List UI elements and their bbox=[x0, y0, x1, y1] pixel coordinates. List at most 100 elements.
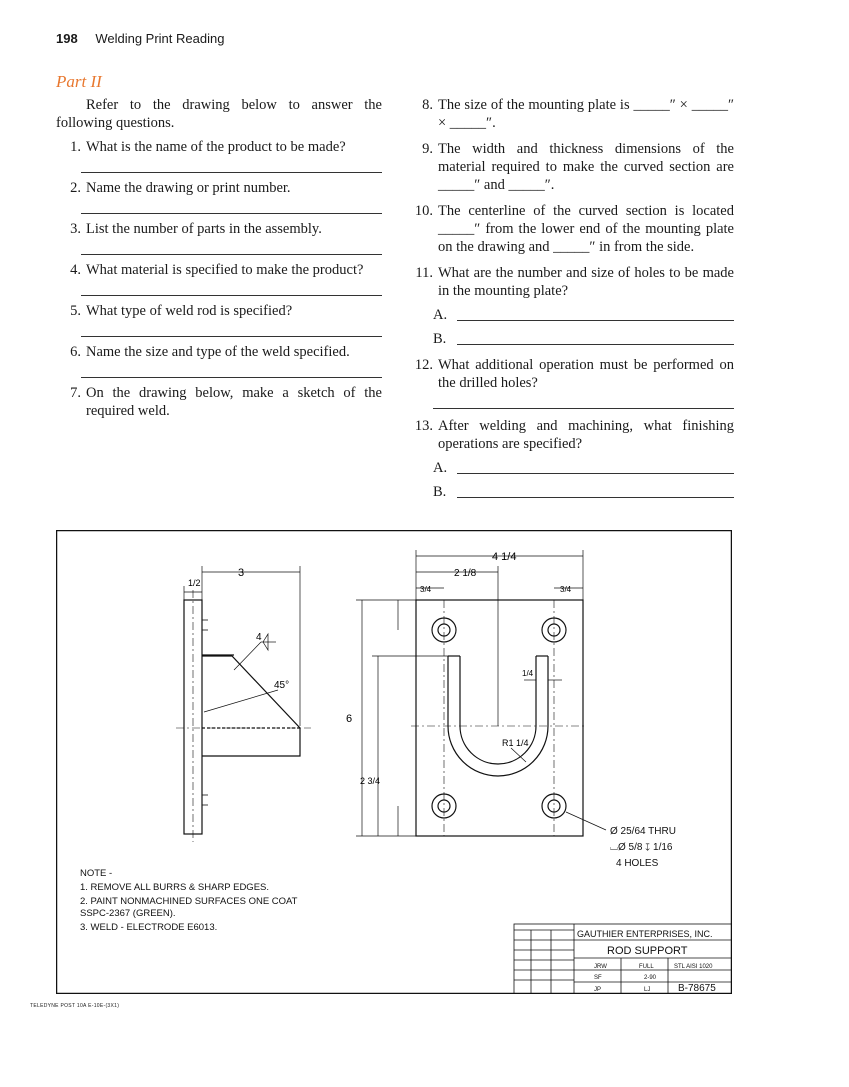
right-question-list: 8. The size of the mounting plate is ____… bbox=[408, 96, 734, 501]
right-column: 8. The size of the mounting plate is ____… bbox=[408, 96, 734, 501]
question-text: On the drawing below, make a sketch of t… bbox=[86, 385, 382, 419]
dim-three-quarter-left: 3/4 bbox=[420, 585, 432, 594]
notes-title: NOTE - bbox=[80, 868, 112, 879]
page-header: 198 Welding Print Reading bbox=[56, 31, 224, 46]
dim-four-quarter: 4 1/4 bbox=[492, 551, 516, 563]
question-item: 11. What are the number and size of holes… bbox=[408, 264, 734, 300]
question-item: 4. What material is specified to make the… bbox=[56, 261, 382, 279]
question-item: 5.What type of weld rod is specified? bbox=[56, 302, 382, 320]
answer-blank[interactable] bbox=[457, 459, 734, 474]
note-1: 1. REMOVE ALL BURRS & SHARP EDGES. bbox=[80, 882, 269, 893]
dim-quarter: 1/4 bbox=[522, 669, 534, 678]
question-item: 10. The centerline of the curved section … bbox=[408, 202, 734, 256]
question-item: 9. The width and thickness dimensions of … bbox=[408, 140, 734, 194]
answer-line[interactable] bbox=[81, 361, 382, 378]
rod-support-drawing: 3 1/2 4 45° bbox=[56, 530, 732, 994]
dim-two-three-quarter: 2 3/4 bbox=[360, 776, 380, 786]
material: STL AISI 1020 bbox=[674, 964, 713, 970]
question-number: 8. bbox=[422, 97, 433, 113]
front-view bbox=[356, 550, 607, 837]
question-number: 10. bbox=[414, 203, 433, 219]
footnote: TELEDYNE POST 10A E-10E-(3X1) bbox=[30, 1003, 120, 1009]
dim-weld-size: 4 bbox=[256, 632, 262, 643]
question-text: What is the name of the product to be ma… bbox=[86, 139, 346, 155]
question-number: 9. bbox=[422, 141, 433, 157]
question-item: 8. The size of the mounting plate is ____… bbox=[408, 96, 734, 132]
dim-angle: 45° bbox=[274, 680, 289, 691]
question-number: 4. bbox=[70, 262, 81, 278]
answer-line[interactable]: B. bbox=[408, 330, 734, 348]
answer-letter: A. bbox=[433, 307, 448, 323]
question-text: The width and thickness dimensions of th… bbox=[438, 141, 734, 193]
part-title: Part II bbox=[56, 72, 102, 91]
question-text: List the number of parts in the assembly… bbox=[86, 221, 322, 237]
answer-line[interactable]: B. bbox=[408, 483, 734, 501]
question-text: Name the drawing or print number. bbox=[86, 180, 291, 196]
dim-six: 6 bbox=[346, 713, 352, 725]
hole-count: 4 HOLES bbox=[616, 858, 659, 869]
answer-blank[interactable] bbox=[457, 483, 734, 498]
question-text: What are the number and size of holes to… bbox=[438, 265, 734, 299]
answer-letter: B. bbox=[433, 484, 447, 500]
page-number: 198 bbox=[56, 31, 78, 46]
question-text: The size of the mounting plate is _____″… bbox=[438, 97, 734, 131]
question-number: 6. bbox=[70, 344, 81, 360]
hole-thru: Ø 25/64 THRU bbox=[610, 826, 676, 837]
scale: FULL bbox=[639, 964, 654, 970]
book-title: Welding Print Reading bbox=[95, 31, 225, 46]
company-name: GAUTHIER ENTERPRISES, INC. bbox=[577, 929, 713, 939]
drawing-number: B-78675 bbox=[678, 983, 716, 994]
checked-by: SF bbox=[594, 975, 602, 981]
note-2: 2. PAINT NONMACHINED SURFACES ONE COAT bbox=[80, 896, 298, 907]
question-number: 11. bbox=[415, 265, 433, 281]
question-number: 7. bbox=[70, 385, 81, 401]
question-text: What additional operation must be perfor… bbox=[438, 357, 734, 391]
side-view bbox=[176, 566, 311, 842]
title-block bbox=[513, 923, 732, 994]
question-text: The centerline of the curved section is … bbox=[438, 203, 734, 255]
hole-callout: Ø 25/64 THRU ⌴Ø 5/8 ↧ 1/16 4 HOLES bbox=[610, 826, 676, 869]
note-3: 3. WELD - ELECTRODE E6013. bbox=[80, 922, 217, 933]
question-item: 3. List the number of parts in the assemb… bbox=[56, 220, 382, 238]
question-number: 2. bbox=[70, 180, 81, 196]
answer-blank[interactable] bbox=[457, 306, 734, 321]
question-item: 2. Name the drawing or print number. bbox=[56, 179, 382, 197]
question-text: What material is specified to make the p… bbox=[86, 262, 364, 278]
question-number: 3. bbox=[70, 221, 81, 237]
question-item: 12. What additional operation must be per… bbox=[408, 356, 734, 392]
question-text: Name the size and type of the weld speci… bbox=[86, 344, 350, 360]
answer-line[interactable] bbox=[81, 238, 382, 255]
question-number: 13. bbox=[414, 418, 433, 434]
question-text: After welding and machining, what finish… bbox=[438, 418, 734, 452]
answer-line[interactable] bbox=[81, 197, 382, 214]
question-item: 7. On the drawing below, make a sketch of… bbox=[56, 384, 382, 420]
answer-line[interactable] bbox=[81, 156, 382, 173]
revision: LJ bbox=[644, 987, 650, 993]
question-item: 13. After welding and machining, what fin… bbox=[408, 417, 734, 453]
question-item: 6. Name the size and type of the weld spe… bbox=[56, 343, 382, 361]
question-number: 12. bbox=[414, 357, 433, 373]
hole-cbore: ⌴Ø 5/8 ↧ 1/16 bbox=[610, 842, 673, 853]
answer-line[interactable] bbox=[81, 279, 382, 296]
drawing-border bbox=[56, 530, 732, 994]
answer-line[interactable]: A. bbox=[408, 306, 734, 324]
dim-two-eighth: 2 1/8 bbox=[454, 568, 477, 579]
intro-text: Refer to the drawing below to answer the… bbox=[56, 97, 382, 131]
answer-line[interactable] bbox=[81, 320, 382, 337]
traced-by: JP bbox=[594, 987, 601, 993]
answer-blank[interactable] bbox=[457, 330, 734, 345]
drawing-title: ROD SUPPORT bbox=[607, 945, 688, 957]
notes-block: NOTE - 1. REMOVE ALL BURRS & SHARP EDGES… bbox=[80, 868, 298, 933]
answer-line[interactable]: A. bbox=[408, 459, 734, 477]
left-question-list: 1. What is the name of the product to be … bbox=[56, 138, 382, 420]
question-number: 1. bbox=[70, 139, 81, 155]
question-item: 1. What is the name of the product to be … bbox=[56, 138, 382, 156]
date: 2-90 bbox=[644, 975, 657, 981]
drawn-by: JRW bbox=[594, 964, 607, 970]
dim-radius: R1 1/4 bbox=[502, 738, 529, 748]
answer-letter: B. bbox=[433, 331, 447, 347]
note-2-cont: SSPC-2367 (GREEN). bbox=[80, 908, 176, 919]
answer-line[interactable] bbox=[433, 392, 734, 409]
dim-three: 3 bbox=[238, 567, 244, 579]
left-column: Refer to the drawing below to answer the… bbox=[56, 96, 382, 420]
